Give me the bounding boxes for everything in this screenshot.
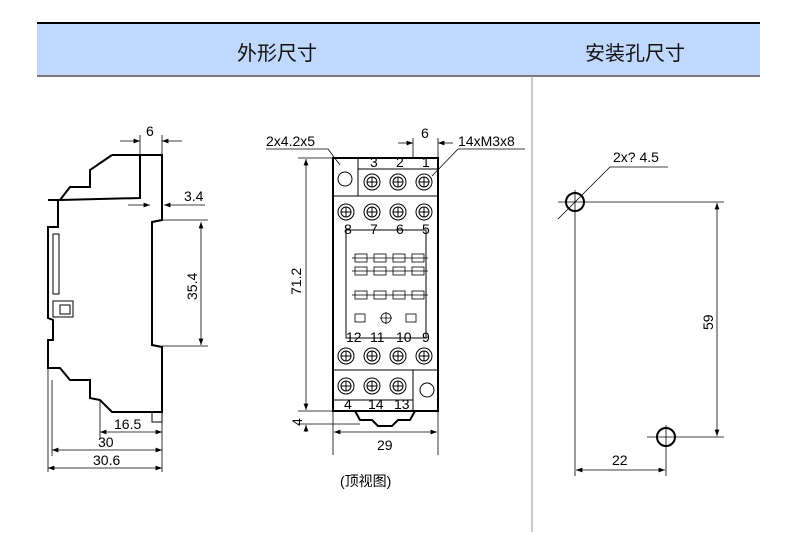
terminal-label: 8	[344, 221, 352, 237]
terminal-label: 4	[344, 396, 352, 412]
terminal-label: 7	[370, 221, 378, 237]
terminal-label: 1	[422, 154, 430, 170]
side-clip-inner	[59, 304, 71, 315]
outline-dimensions-title: 外形尺寸	[237, 41, 317, 65]
terminal-label: 10	[396, 329, 412, 345]
dim-pitch: 6	[421, 125, 429, 141]
hole-leader	[557, 166, 668, 220]
top-view-caption: (顶视图)	[340, 473, 391, 489]
header-band: 外形尺寸 安装孔尺寸	[37, 22, 760, 77]
dim-rail-offset: 3.4	[184, 188, 204, 204]
terminal-label: 13	[394, 396, 410, 412]
terminal-label: 2	[396, 154, 404, 170]
mounting-hole-title: 安装孔尺寸	[585, 41, 685, 65]
relay-seat	[345, 229, 427, 339]
side-rail-slot	[52, 233, 60, 295]
socket-bottom-tab	[354, 410, 416, 427]
dim-top-width: 6	[146, 123, 154, 139]
relay-pin-grid	[352, 253, 428, 324]
hole-spec-label: 2x4.2x5	[266, 133, 315, 149]
dim-horizontal: 22	[612, 452, 628, 468]
dim-height: 71.2	[288, 268, 304, 295]
dim-vertical: 59	[700, 314, 716, 330]
terminal-label: 9	[422, 329, 430, 345]
dim-rail-height: 35.4	[184, 273, 200, 300]
dim-width: 29	[377, 437, 393, 453]
mounting-hole-view: 2x? 4.5 59 22	[557, 149, 724, 476]
dim-bottom-depth: 16.5	[114, 416, 141, 432]
mount-hole-spec: 2x? 4.5	[613, 149, 659, 165]
mount-hole-bottom	[419, 382, 435, 398]
terminal-label: 11	[370, 329, 385, 345]
dim-depth: 30	[98, 434, 114, 450]
terminal-label: 14	[368, 396, 384, 412]
top-view: 3 2 1 8 7 6 5 12 11 10 9 4 14 13	[266, 125, 525, 489]
terminal-label: 3	[370, 154, 378, 170]
screw-spec-label: 14xM3x8	[458, 133, 515, 149]
terminal-label: 12	[346, 329, 362, 345]
side-clip	[52, 300, 74, 318]
side-outline	[47, 154, 163, 413]
side-view: 6 3.4 35.4 16.5 30 30.6	[47, 123, 208, 472]
mount-hole-top	[337, 171, 353, 187]
dim-tab: 4	[289, 418, 305, 426]
side-foot	[151, 411, 163, 423]
dim-overall-depth: 30.6	[93, 452, 120, 468]
terminal-label: 6	[396, 221, 404, 237]
side-inner-block	[59, 155, 141, 201]
terminal-label: 5	[422, 221, 430, 237]
